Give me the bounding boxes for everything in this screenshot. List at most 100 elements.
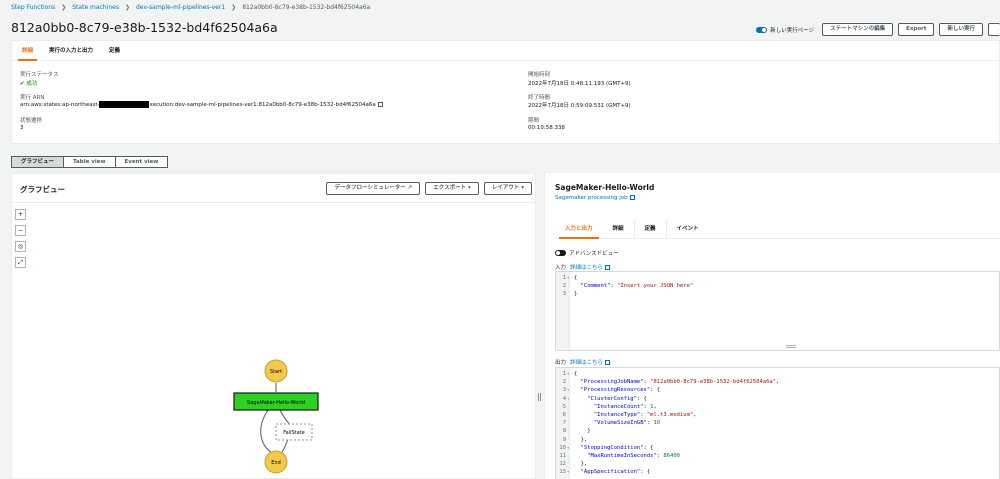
line-number: 13 [559, 469, 566, 476]
task-node-label: SageMaker-Hello-World [247, 400, 305, 406]
fold-icon[interactable]: ▾ [567, 395, 570, 401]
task-node[interactable] [233, 392, 319, 411]
chevron-right-icon: ❯ [231, 4, 237, 11]
layout-label: レイアウト [491, 185, 520, 191]
header-actions: 新しい実行ページ ステートマシンの編集 Export 新しい実行 [756, 23, 1000, 36]
tab-input-output[interactable]: 入力と出力 [555, 219, 603, 239]
code-line: 13▾ "AppSpecification": { [556, 468, 999, 476]
fail-node-label: FailState [283, 430, 305, 436]
breadcrumb-step-functions[interactable]: Step Functions [11, 4, 56, 11]
tab-execution-input-output[interactable]: 実行の入力と出力 [49, 48, 94, 54]
copy-icon[interactable] [377, 102, 383, 107]
fold-icon[interactable]: ▾ [567, 275, 570, 280]
chevron-right-icon: ❯ [124, 4, 130, 11]
input-code-editor[interactable]: 1▾{2 "Comment": "Insert your JSON here"3… [555, 271, 1000, 351]
output-label: 出力 [555, 360, 567, 366]
execution-status-text: 成功 [26, 81, 38, 87]
end-time-label: 終了時間 [528, 95, 551, 101]
fold-icon[interactable]: ▾ [567, 469, 570, 475]
chevron-right-icon: ❯ [61, 4, 67, 11]
line-number: 6 [562, 412, 566, 418]
line-number: 12 [559, 461, 566, 468]
code-text: }, [574, 461, 588, 468]
new-execution-button[interactable]: 新しい実行 [939, 23, 983, 36]
fail-node[interactable] [275, 423, 313, 441]
tab-graph-view[interactable]: グラフビュー [11, 156, 65, 168]
graph-canvas[interactable]: + − ◎ ⤢ Start SageMaker-Hello-World Fail… [12, 202, 535, 478]
graph-panel: グラフビュー データフローシミュレーター ↗ エクスポート ▾ レイアウト ▾ … [11, 173, 536, 479]
zoom-out-icon[interactable]: − [15, 225, 26, 236]
state-transitions-value: 3 [20, 125, 24, 131]
edit-state-machine-button[interactable]: ステートマシンの編集 [822, 23, 894, 36]
input-info-link-label: 詳細はこちら [570, 265, 604, 271]
line-number: 2 [562, 379, 566, 386]
code-line: 1▾{ [556, 274, 999, 282]
code-text: "ClusterConfig": { [587, 395, 647, 402]
check-circle-icon: ✔ [20, 81, 25, 87]
state-graph: Start SageMaker-Hello-World FailState En… [233, 359, 319, 474]
breadcrumb-state-machine[interactable]: dev-sample-ml-pipelines-ver1 [135, 4, 226, 11]
code-line: 3} [556, 290, 999, 298]
graph-export-button[interactable]: エクスポート ▾ [425, 182, 479, 195]
fold-icon[interactable]: ▾ [567, 444, 570, 450]
line-number: 1 [562, 371, 566, 377]
code-text: "InstanceType": "ml.t3.medium", [593, 412, 697, 418]
fold-icon[interactable]: ▾ [567, 387, 570, 393]
export-button[interactable]: Export [898, 23, 935, 36]
code-line: 12 }, [556, 460, 999, 468]
graph-export-label: エクスポート [433, 185, 467, 191]
graph-title: グラフビュー [20, 185, 65, 194]
tab-table-view[interactable]: Table view [64, 156, 116, 168]
layout-button[interactable]: レイアウト ▾ [483, 182, 532, 195]
input-label-row: 入力詳細はこちら [555, 263, 611, 271]
redacted-block [99, 101, 150, 108]
line-number: 3 [562, 387, 566, 394]
advanced-view-toggle[interactable] [555, 250, 566, 256]
fold-icon[interactable]: ▾ [567, 371, 570, 376]
zoom-in-icon[interactable]: + [15, 209, 26, 220]
center-icon[interactable]: ◎ [15, 241, 26, 252]
details-tabs: 詳細 実行の入力と出力 定義 [12, 41, 999, 61]
tab-events[interactable]: イベント [676, 226, 699, 232]
start-node-label: Start [270, 369, 282, 375]
execution-arn-suffix: xecution:dev-sample-ml-pipelines-ver1:81… [149, 102, 376, 108]
state-transitions-label: 状態遷移 [20, 118, 43, 124]
code-line: 4▾ "ClusterConfig": { [556, 395, 999, 403]
new-page-toggle[interactable] [756, 26, 768, 33]
start-time-value: 2022年7月18日 0:48:11.193 (GMT+9) [528, 81, 631, 87]
line-number: 10 [559, 444, 566, 451]
drag-handle-icon[interactable] [538, 393, 541, 401]
state-tabs: 入力と出力 詳細 定義 イベント [555, 219, 1000, 239]
workflow-simulator-label: データフローシミュレーター [334, 185, 406, 191]
tab-definition[interactable]: 定義 [109, 48, 121, 54]
external-link-icon [605, 265, 611, 270]
start-time-label: 開始時刻 [528, 72, 551, 78]
tab-details[interactable]: 詳細 [14, 41, 41, 61]
line-number: 4 [562, 395, 566, 402]
line-number: 11 [559, 453, 566, 459]
code-line: 5 "InstanceCount": 1, [556, 403, 999, 411]
resource-link[interactable]: Sagemaker processing job [555, 195, 635, 201]
output-code-editor[interactable]: 1▾{2 "ProcessingJobName": "812a0bb0-8c79… [555, 367, 1000, 479]
code-text: "AppSpecification": { [580, 469, 651, 476]
resize-handle-icon[interactable] [786, 345, 796, 348]
end-node[interactable] [264, 450, 288, 474]
code-text: "VolumeSizeInGB": 10 [593, 420, 661, 427]
output-info-link[interactable]: 詳細はこちら [570, 360, 611, 366]
input-info-link[interactable]: 詳細はこちら [570, 265, 611, 271]
tab-state-definition[interactable]: 定義 [635, 219, 667, 238]
breadcrumb-state-machines[interactable]: State machines [72, 4, 119, 11]
code-text: "ProcessingJobName": "812a0bb0-8c79-e38b… [580, 379, 780, 386]
panel-splitter[interactable] [536, 173, 544, 479]
tab-state-details[interactable]: 詳細 [603, 219, 635, 238]
execution-arn-label: 実行 ARN [20, 95, 45, 101]
tab-event-view[interactable]: Event view [115, 156, 169, 168]
fit-icon[interactable]: ⤢ [15, 257, 26, 268]
output-info-link-label: 詳細はこちら [570, 360, 604, 366]
edge-fail-end [281, 438, 289, 453]
start-node[interactable] [264, 359, 288, 383]
code-text: "MaxRuntimeInSeconds": 86400 [587, 453, 680, 459]
workflow-simulator-button[interactable]: データフローシミュレーター ↗ [326, 182, 421, 195]
more-actions-button[interactable] [988, 23, 1000, 36]
advanced-view-toggle-wrap: アドバンスドビュー [555, 249, 619, 257]
